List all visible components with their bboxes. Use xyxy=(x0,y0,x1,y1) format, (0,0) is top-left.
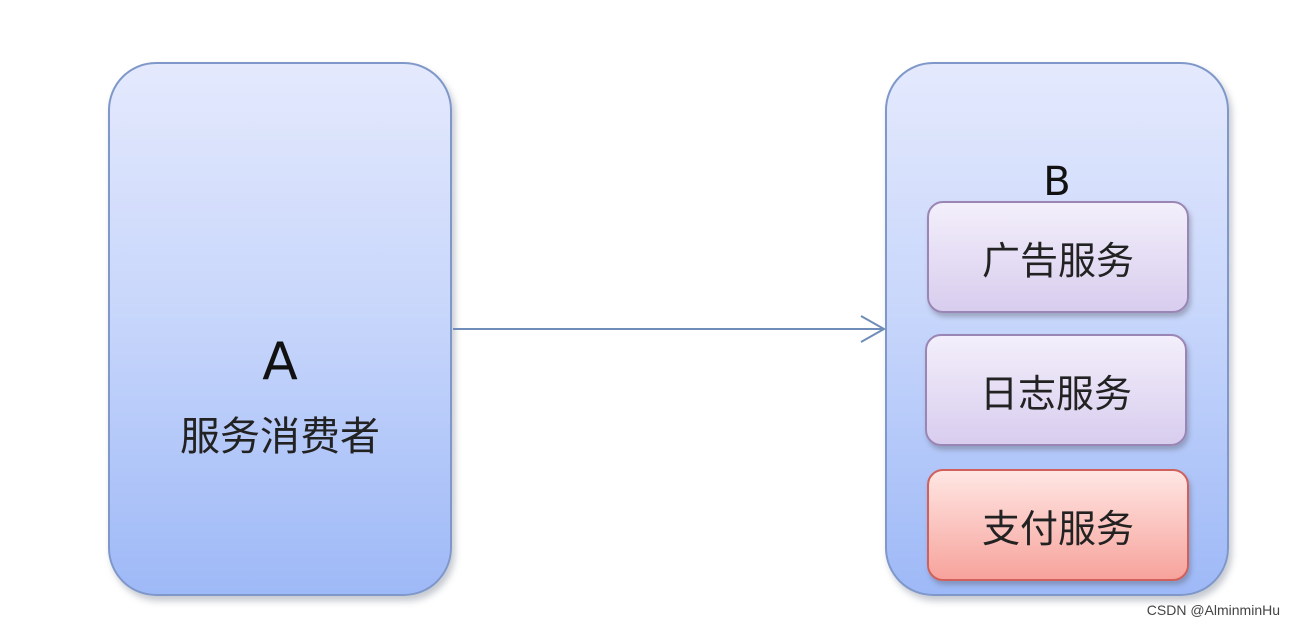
node-b-letter: B xyxy=(1043,159,1071,205)
node-a-label: 服务消费者 xyxy=(180,414,380,460)
service-payment: 支付服务 xyxy=(927,469,1189,581)
service-log: 日志服务 xyxy=(925,334,1187,446)
consumer-box-a: A 服务消费者 xyxy=(108,62,452,596)
watermark-text: CSDN @AlminminHu xyxy=(1146,602,1280,618)
arrow-head xyxy=(860,315,887,343)
node-a-letter: A xyxy=(262,332,298,392)
service-ad: 广告服务 xyxy=(927,201,1189,313)
